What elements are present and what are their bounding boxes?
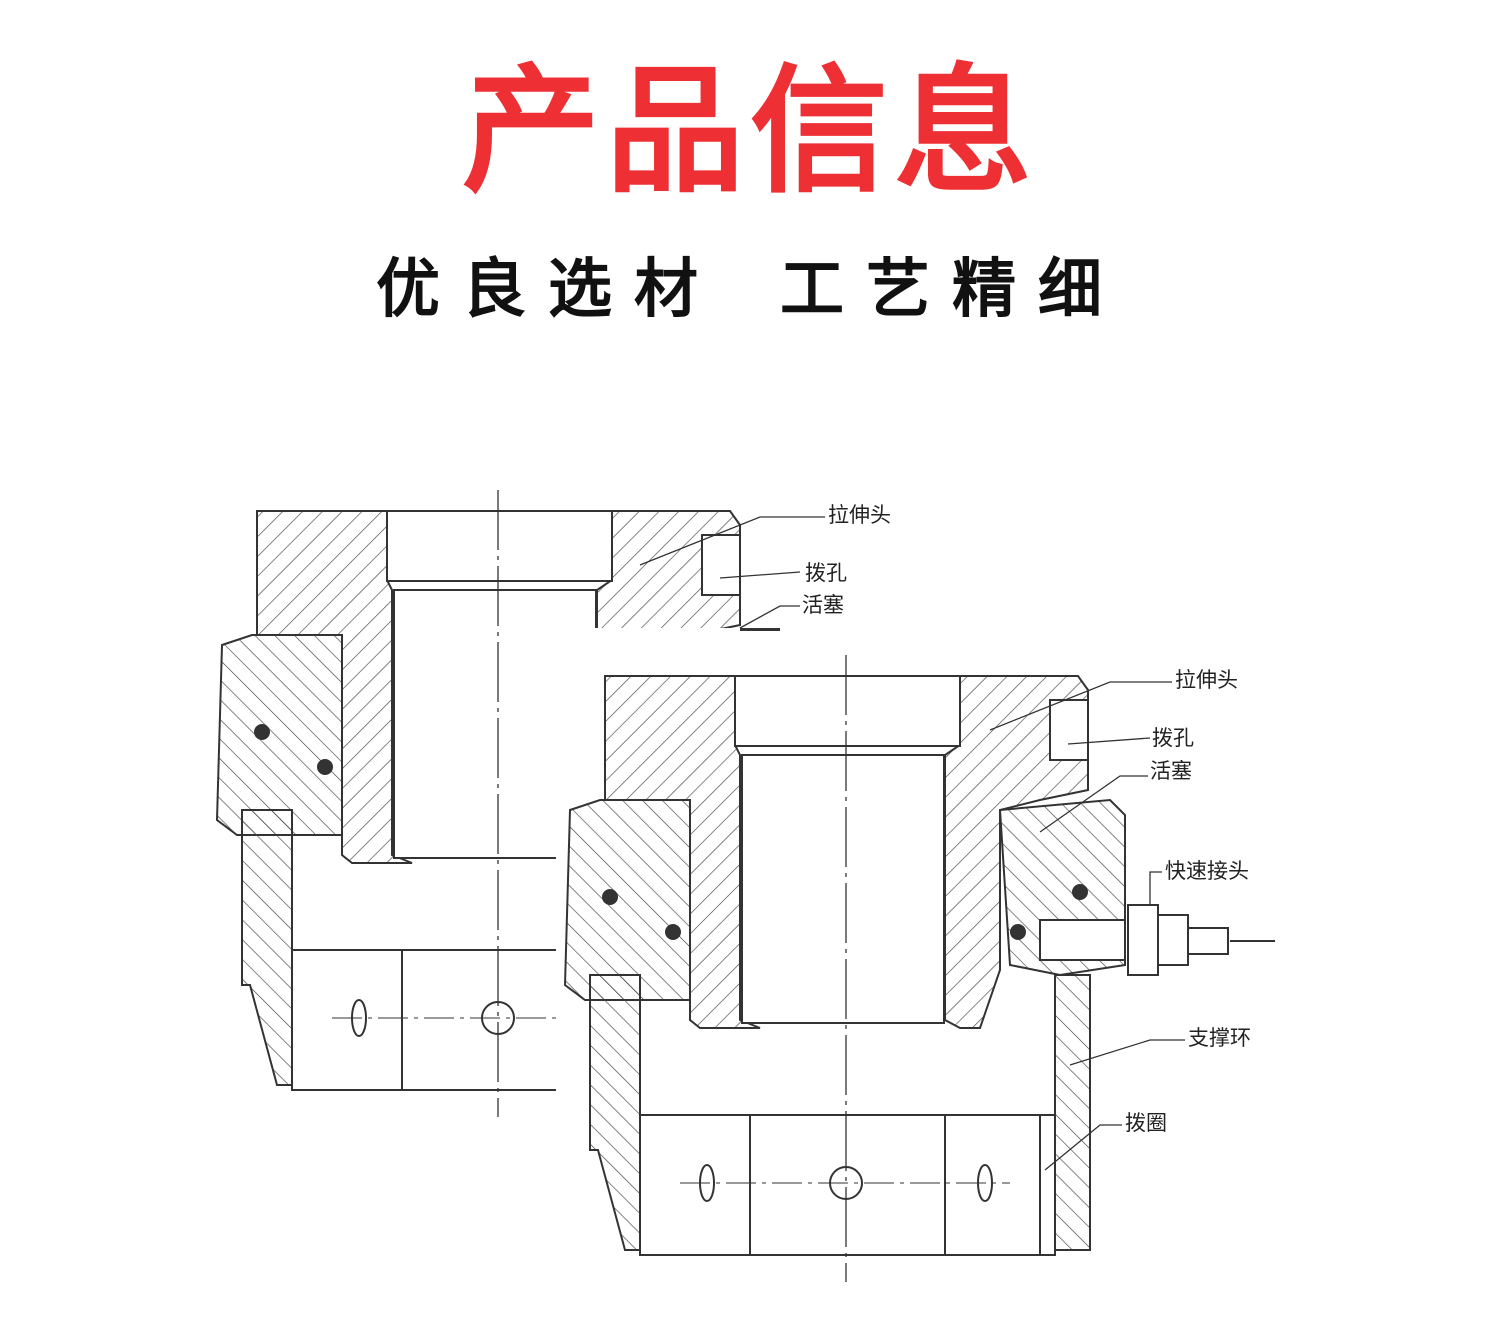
label-dial-hole: 拨孔	[1152, 726, 1194, 750]
label-dial-ring: 拨圈	[1125, 1111, 1167, 1135]
front-leader-lines	[989, 681, 1185, 1171]
label-puller-head: 拉伸头	[828, 503, 891, 527]
page-title: 产品信息	[461, 51, 1038, 212]
page-subtitle: 优良选材工艺精细	[0, 250, 1500, 330]
label-piston: 活塞	[1150, 759, 1192, 783]
subtitle-materials: 优良选材	[376, 252, 720, 327]
back-leader-lines	[639, 516, 825, 629]
label-support-ring: 支撑环	[1188, 1026, 1251, 1050]
label-dial-hole: 拨孔	[805, 561, 847, 585]
label-puller-head: 拉伸头	[1175, 668, 1238, 692]
subtitle-craft: 工艺精细	[780, 252, 1124, 327]
label-quick-connector: 快速接头	[1165, 859, 1249, 883]
label-piston: 活塞	[802, 593, 844, 617]
